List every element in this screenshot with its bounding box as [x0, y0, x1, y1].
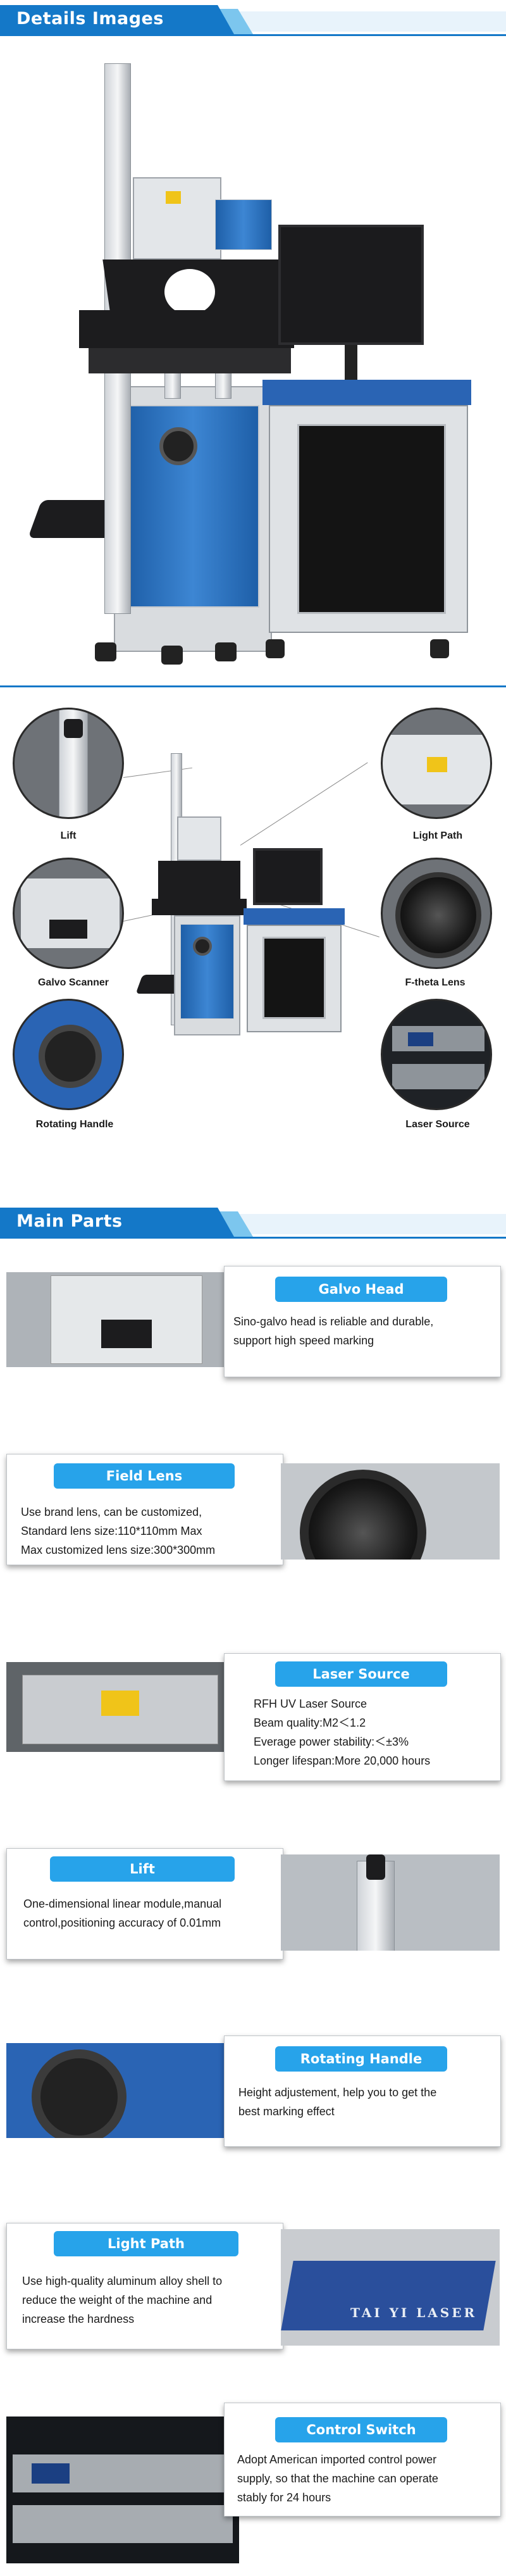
part-desc-lift: One-dimensional linear module,manual con… [23, 1898, 222, 1929]
detail-label-light-path: Light Path [412, 830, 463, 841]
detail-lift-photo [13, 708, 124, 819]
part-photo-lift [281, 1854, 500, 1951]
part-desc-light-path: Use high-quality aluminum alloy shell to… [22, 2275, 223, 2325]
part-card-laser-source: Laser Source RFH UV Laser Source Beam qu… [224, 1653, 501, 1781]
detail-label-lift: Lift [60, 830, 77, 841]
light-path-brand-text: TAI YI LASER [350, 2305, 478, 2320]
main-parts-title: Main Parts [16, 1211, 123, 1231]
part-photo-light-path: TAI YI LASER [281, 2229, 500, 2346]
part-card-galvo-head: Galvo Head Sino-galvo head is reliable a… [224, 1266, 501, 1377]
part-card-control-switch: Control Switch Adopt American imported c… [224, 2403, 501, 2517]
part-card-light-path: Light Path Use high-quality aluminum all… [6, 2223, 283, 2349]
part-title-rotating-handle: Rotating Handle [275, 2046, 447, 2072]
part-title-control-switch: Control Switch [275, 2417, 447, 2442]
part-desc-control-switch: Adopt American imported control power su… [237, 2453, 438, 2504]
detail-ftheta-lens-photo [381, 858, 492, 969]
main-parts-header: Main Parts [0, 1203, 506, 1242]
detail-label-rotating-handle: Rotating Handle [35, 1119, 114, 1130]
part-card-rotating-handle: Rotating Handle Height adjustement, help… [224, 2035, 501, 2147]
part-card-field-lens: Field Lens Use brand lens, can be custom… [6, 1454, 283, 1565]
part-desc-galvo-head: Sino-galvo head is reliable and durable,… [233, 1315, 434, 1347]
section-divider [0, 685, 506, 687]
part-desc-laser-source: RFH UV Laser Source Beam quality:M2＜1.2 … [254, 1698, 431, 1767]
detail-light-path-photo [381, 708, 492, 819]
details-images-header: Details Images [0, 0, 506, 39]
part-desc-field-lens: Use brand lens, can be customized, Stand… [21, 1506, 216, 1556]
detail-label-ftheta-lens: F-theta Lens [405, 977, 466, 988]
part-title-field-lens: Field Lens [54, 1463, 235, 1489]
part-photo-rotating-handle [6, 2043, 239, 2138]
part-title-galvo-head: Galvo Head [275, 1277, 447, 1302]
part-photo-laser-source [6, 1662, 237, 1752]
details-images-title: Details Images [16, 9, 164, 28]
detail-galvo-scanner-photo [13, 858, 124, 969]
detail-label-galvo-scanner: Galvo Scanner [37, 977, 109, 988]
detail-rotating-handle-photo [13, 999, 124, 1110]
detail-label-laser-source: Laser Source [405, 1119, 470, 1130]
machine-photo-small [133, 747, 361, 1051]
part-desc-rotating-handle: Height adjustement, help you to get the … [238, 2086, 437, 2118]
part-card-lift: Lift One-dimensional linear module,manua… [6, 1848, 283, 1960]
detail-laser-source-photo [381, 999, 492, 1110]
part-title-lift: Lift [50, 1856, 235, 1882]
part-photo-field-lens [281, 1463, 500, 1560]
part-photo-galvo-head [6, 1272, 239, 1367]
part-title-light-path: Light Path [54, 2231, 238, 2256]
part-title-laser-source: Laser Source [275, 1661, 447, 1687]
part-photo-control-switch [6, 2417, 239, 2563]
machine-photo-large [25, 51, 493, 665]
